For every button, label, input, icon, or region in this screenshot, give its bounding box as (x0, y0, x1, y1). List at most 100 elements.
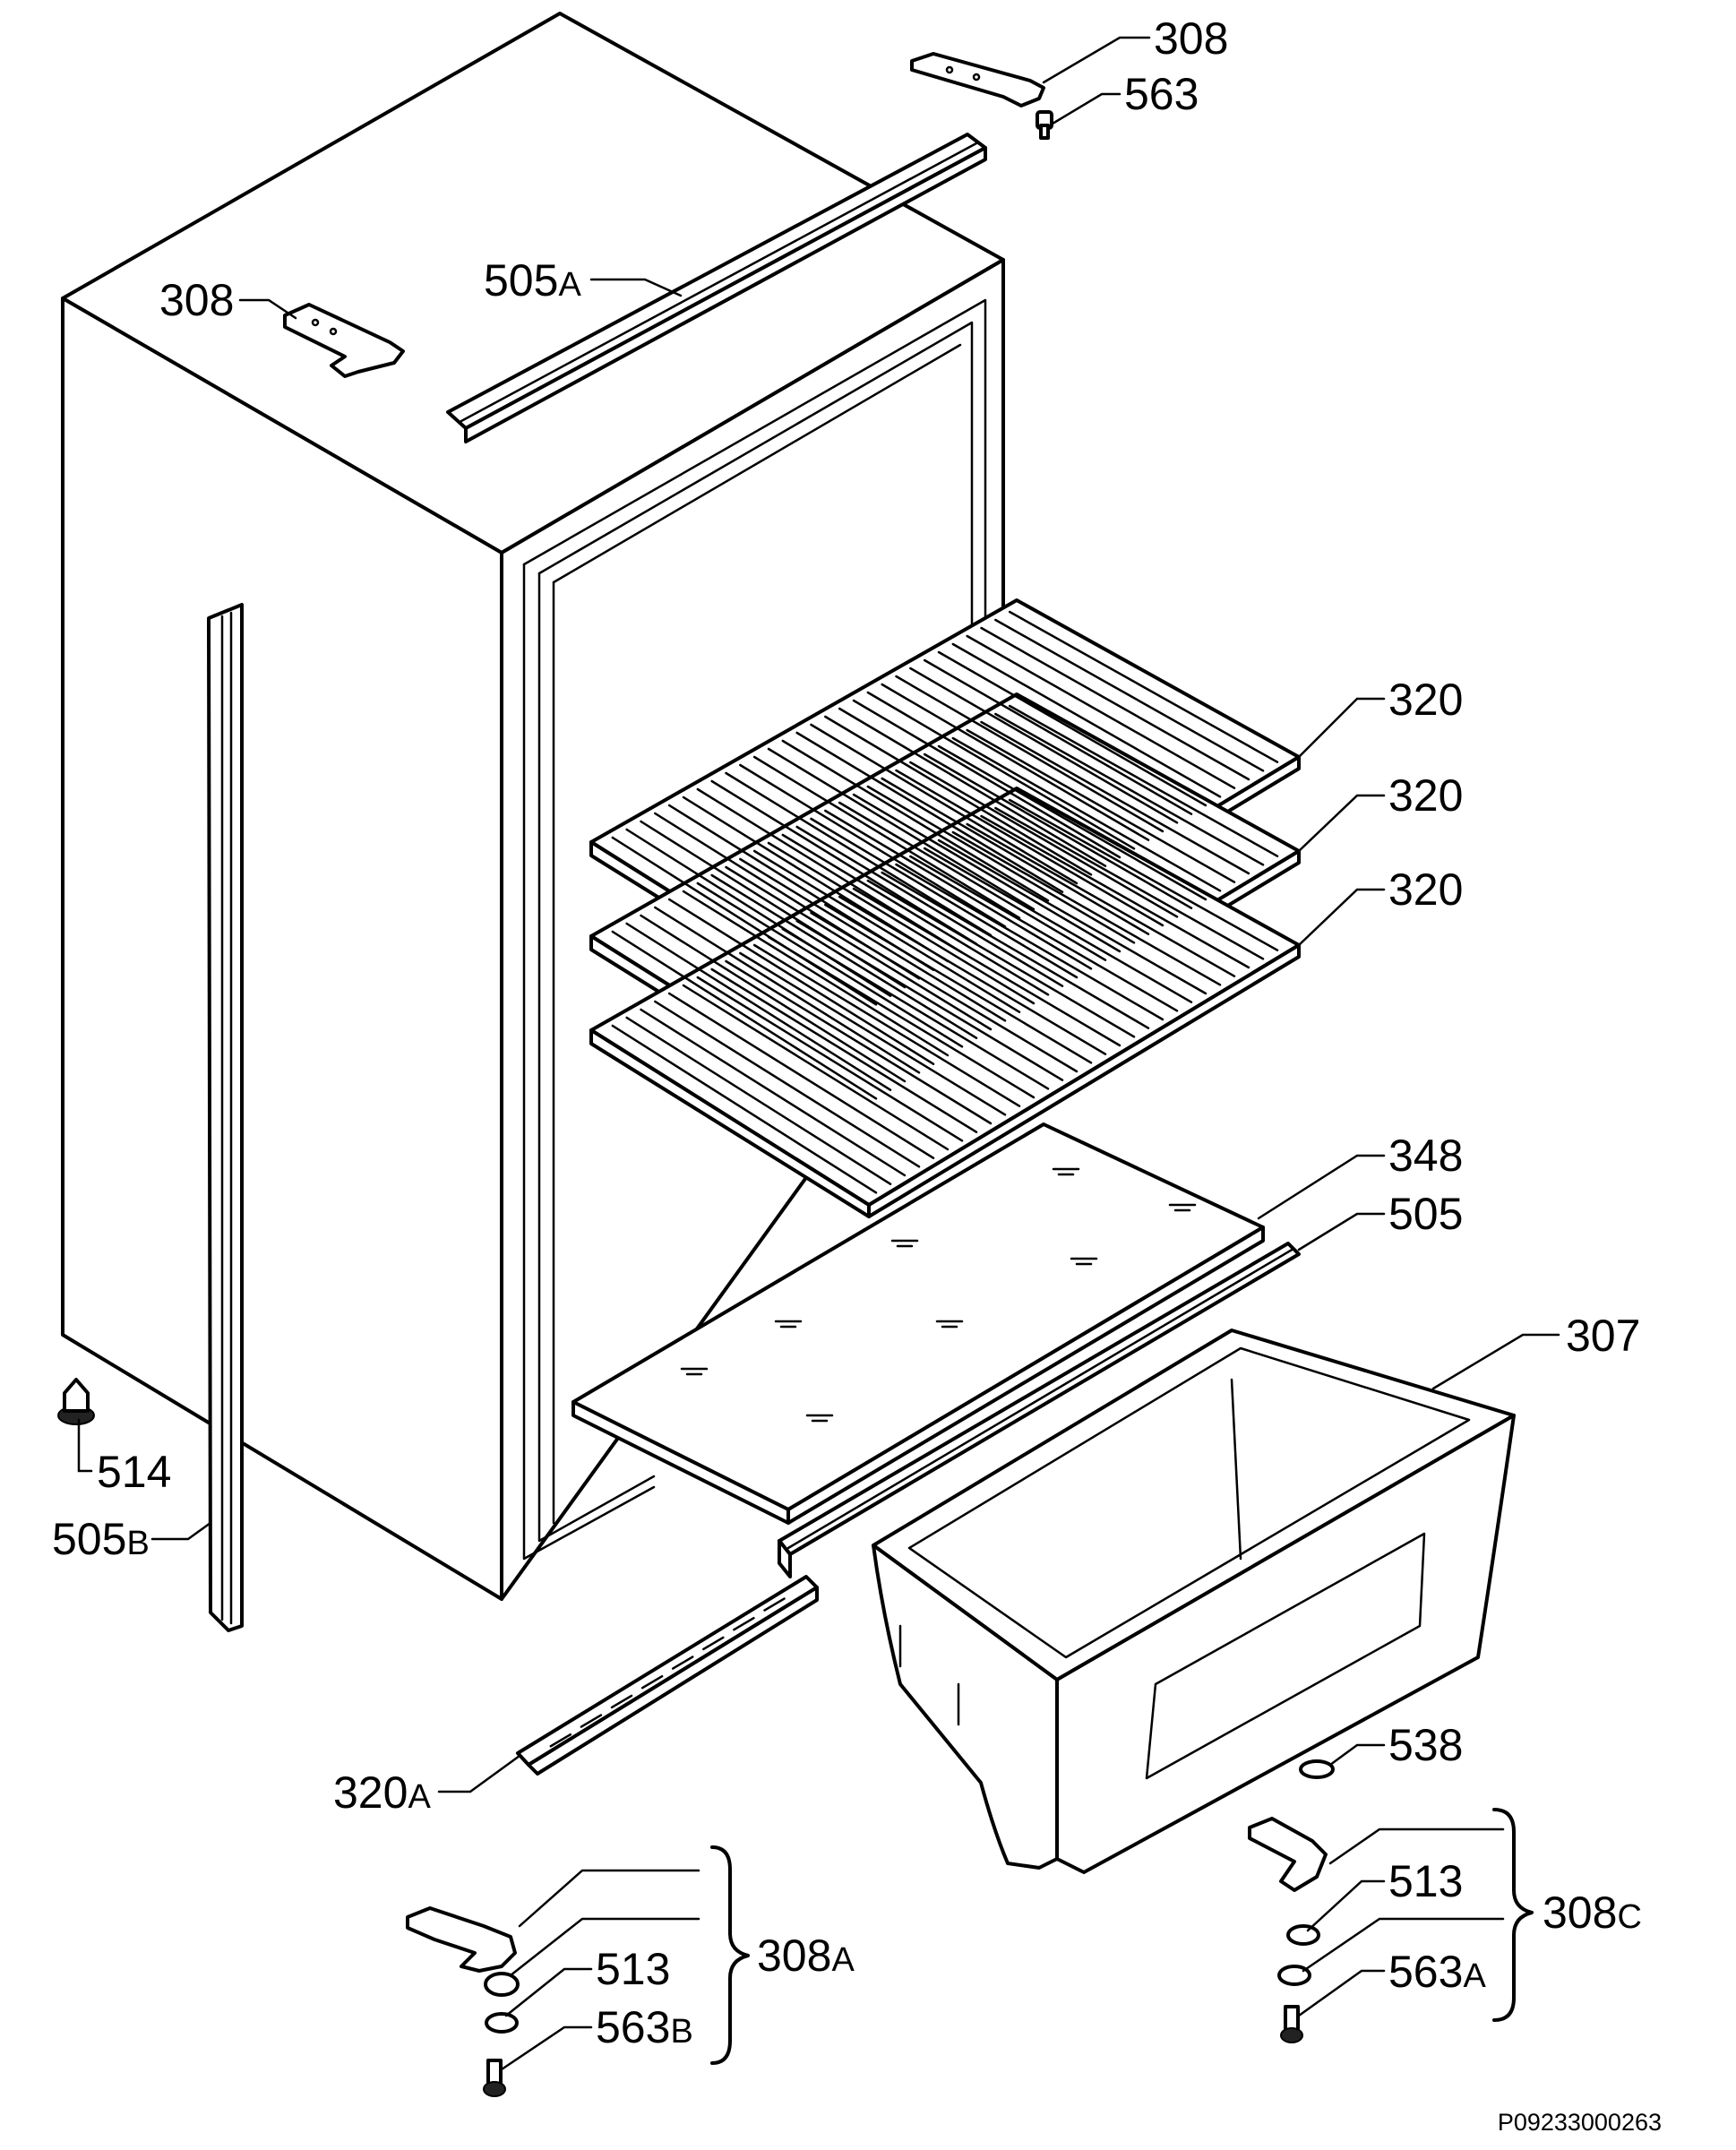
side-trim-strip-505b (207, 603, 244, 1632)
shelf-wire (852, 887, 1122, 1047)
label-308c: 308C (1543, 1888, 1642, 1938)
cabinet-body (61, 12, 1005, 1601)
shelf-wire (951, 642, 1222, 798)
shelf-wire (994, 806, 1265, 960)
label-563b: 563B (596, 2002, 693, 2052)
shelf-wire (838, 895, 1107, 1055)
shelf-wire (909, 761, 1179, 918)
shelf-wire (625, 922, 892, 1091)
part-labels: 308 563 308 505A 320 320 320 348 505 307… (52, 13, 1642, 2052)
shelf-wire (994, 712, 1265, 866)
label-563-top: 563 (1124, 69, 1199, 119)
shelf-wire (725, 865, 993, 1031)
top-pin-563 (1036, 110, 1053, 140)
shelf-wire (923, 847, 1193, 1003)
shelf-wire (725, 771, 993, 937)
label-308-cabinet: 308 (159, 275, 234, 325)
shelf-wires (611, 610, 1279, 1194)
shelf-wire (696, 976, 964, 1142)
shelf-wire (838, 801, 1107, 961)
shelf-wire (881, 871, 1150, 1029)
shelf-wire (994, 618, 1265, 772)
shelf-wire (611, 930, 878, 1100)
shelf-wire (795, 825, 1064, 987)
shelf-wire (640, 1008, 907, 1177)
label-513-right: 513 (1388, 1856, 1463, 1906)
shelf-wire (937, 650, 1207, 807)
glass-shelf-marks (680, 1167, 1197, 1423)
shelf-wire (767, 747, 1036, 911)
label-308-top: 308 (1154, 13, 1228, 64)
shelf-wire (682, 984, 950, 1151)
shelf-wire (937, 838, 1207, 995)
shelf-wire (752, 943, 1021, 1107)
shelf-wire (866, 879, 1136, 1038)
shelf-wire (682, 890, 950, 1057)
shelf-wire (710, 968, 978, 1133)
shelf-wire (767, 935, 1036, 1099)
shelf-wire (667, 898, 935, 1065)
shelf-wire (881, 777, 1150, 935)
shelf-wire (966, 822, 1236, 977)
rail-slot (549, 1733, 572, 1748)
shelf-wire (767, 841, 1036, 1005)
rail-slot (733, 1616, 755, 1631)
shelf-wire (866, 691, 1136, 850)
shelf-wire (810, 817, 1079, 979)
label-563a: 563A (1388, 1947, 1486, 1997)
leader-lines (77, 36, 1560, 2071)
shelf-wire (710, 779, 978, 945)
shelf-wire (781, 833, 1050, 996)
shelf-wire (611, 1024, 878, 1194)
label-514: 514 (97, 1447, 171, 1497)
label-538: 538 (1388, 1720, 1463, 1770)
shelf-wire (866, 785, 1136, 944)
hinge-group-308c (1248, 1759, 1335, 2043)
shelf-wire (810, 911, 1079, 1073)
shelf-wire (895, 863, 1164, 1021)
shelf-wire (980, 720, 1250, 875)
label-505: 505 (1388, 1189, 1463, 1239)
label-320-second: 320 (1388, 770, 1463, 821)
hinge-group-308a (406, 1906, 520, 2097)
shelf-wire (696, 882, 964, 1048)
label-513-left: 513 (596, 1944, 670, 1994)
document-id: P09233000263 (1498, 2109, 1662, 2136)
shelf-wire (966, 634, 1236, 789)
shelf-front-profile-505 (778, 1242, 1301, 1578)
rail-slot (640, 1674, 664, 1690)
shelf-wire (852, 699, 1122, 859)
shelf-wire (923, 658, 1193, 815)
label-505b: 505B (52, 1514, 150, 1564)
shelf-wire (640, 914, 907, 1083)
shelf-wire (654, 1000, 921, 1168)
label-505a: 505A (484, 255, 581, 305)
rail-slot (702, 1636, 725, 1651)
shelf-wire (895, 675, 1164, 833)
top-trim-strip-505a (446, 133, 987, 443)
shelf-wire (667, 992, 935, 1159)
glass-shelf-348 (572, 1122, 1265, 1525)
shelf-wire (895, 769, 1164, 927)
label-308a: 308A (757, 1931, 855, 1981)
rail-slot (610, 1694, 633, 1709)
shelf-wire (739, 857, 1007, 1022)
top-hinge-308 (910, 52, 1045, 108)
label-320-third: 320 (1388, 864, 1463, 915)
shelf-wire (838, 707, 1107, 867)
shelf-wire (909, 855, 1179, 1012)
shelf-wire (824, 903, 1093, 1064)
shelf-wire (824, 809, 1093, 970)
shelf-wire (980, 814, 1250, 969)
shelf-wire (852, 793, 1122, 953)
shelf-wire (795, 731, 1064, 893)
rail-slots (549, 1597, 786, 1748)
shelf-wire (909, 666, 1179, 824)
shelf-wire (795, 919, 1064, 1081)
shelf-wire (781, 927, 1050, 1090)
label-348: 348 (1388, 1131, 1463, 1181)
rail-slot (580, 1714, 603, 1728)
shelf-wire (966, 728, 1236, 883)
shelf-wire (1008, 704, 1279, 857)
